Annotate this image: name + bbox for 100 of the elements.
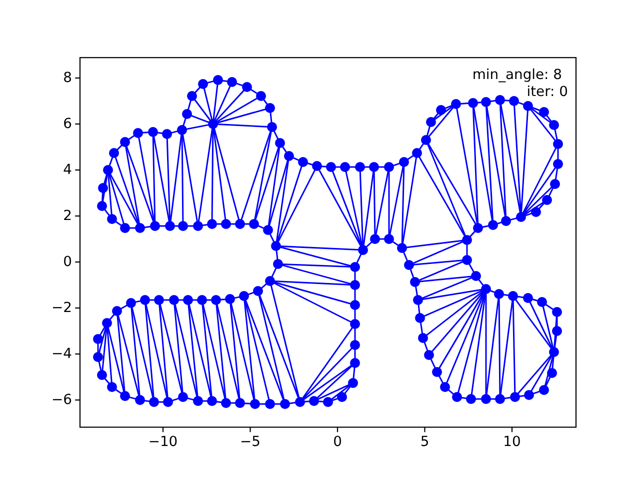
vertex-dot bbox=[235, 398, 245, 408]
mesh-edge bbox=[174, 304, 184, 393]
mesh-edge bbox=[129, 396, 136, 400]
vertex-dot bbox=[468, 98, 478, 108]
mesh-edge bbox=[354, 349, 356, 359]
tick-label: 0 bbox=[333, 435, 342, 449]
vertex-dot bbox=[93, 352, 103, 362]
vertex-dot bbox=[163, 397, 173, 407]
vertex-dot bbox=[348, 378, 358, 388]
vertex-dot bbox=[452, 392, 462, 402]
mesh-edge bbox=[477, 102, 482, 104]
mesh-edge bbox=[468, 264, 474, 272]
vertex-dot bbox=[421, 135, 431, 145]
mesh-edge bbox=[203, 88, 213, 120]
mesh-edge bbox=[194, 86, 200, 94]
vertex-dot bbox=[102, 318, 112, 328]
mesh-edge bbox=[401, 166, 405, 244]
mesh-edge bbox=[217, 124, 268, 128]
mesh-edge bbox=[97, 343, 99, 353]
mesh-edge bbox=[420, 322, 423, 334]
mesh-edge bbox=[276, 166, 302, 242]
mesh-edge bbox=[356, 254, 362, 264]
mesh-edge bbox=[216, 304, 226, 399]
vertex-dot bbox=[549, 347, 559, 357]
mesh-edge bbox=[158, 401, 164, 403]
mesh-edge bbox=[335, 166, 341, 168]
vertex-dot bbox=[120, 223, 130, 233]
mesh-edge bbox=[557, 148, 559, 160]
mesh-edge bbox=[388, 171, 390, 235]
mesh-edge bbox=[182, 118, 186, 126]
vertex-dot bbox=[436, 105, 446, 115]
vertex-dot bbox=[178, 392, 188, 402]
vertex-dot bbox=[547, 368, 557, 378]
mesh-edge bbox=[144, 226, 151, 228]
vertex-dot bbox=[350, 319, 360, 329]
vertex-dot bbox=[93, 334, 103, 344]
vertex-dot bbox=[148, 127, 158, 137]
mesh-edge bbox=[149, 299, 155, 301]
mesh-edge bbox=[138, 137, 155, 222]
mesh-edge bbox=[403, 252, 408, 262]
mesh-edge bbox=[419, 276, 472, 282]
vertex-dot bbox=[249, 219, 259, 229]
mesh-edge bbox=[373, 171, 376, 235]
mesh-edge bbox=[318, 384, 350, 400]
mesh-edge bbox=[412, 241, 464, 264]
vertex-dot bbox=[369, 162, 379, 172]
vertex-dot bbox=[107, 214, 117, 224]
mesh-edge bbox=[318, 400, 324, 402]
vertex-dot bbox=[350, 280, 360, 290]
tick-label: 8 bbox=[63, 71, 72, 85]
mesh-edge bbox=[282, 263, 351, 268]
mesh-edge bbox=[544, 356, 554, 386]
mesh-edge bbox=[475, 398, 482, 400]
vertex-dot bbox=[481, 97, 491, 107]
tick-label: −2 bbox=[52, 301, 72, 315]
mesh-edge bbox=[166, 138, 171, 222]
mesh-edge bbox=[280, 245, 359, 251]
vertex-dot bbox=[235, 219, 245, 229]
mesh-edge bbox=[192, 299, 198, 301]
vertex-dot bbox=[481, 284, 491, 294]
vertex-dot bbox=[384, 162, 394, 172]
mesh-edge bbox=[428, 144, 476, 224]
vertex-dot bbox=[323, 397, 333, 407]
mesh-edge bbox=[331, 385, 350, 400]
vertex-dot bbox=[242, 82, 252, 92]
mesh-edge bbox=[190, 115, 210, 123]
mesh-edge bbox=[274, 282, 352, 322]
mesh-edge bbox=[276, 250, 278, 260]
vertex-dot bbox=[539, 107, 549, 117]
mesh-edge bbox=[268, 147, 280, 226]
vertex-dot bbox=[198, 79, 208, 89]
mesh-edge bbox=[109, 314, 115, 320]
vertex-dot bbox=[432, 367, 442, 377]
mesh-edge bbox=[379, 238, 385, 240]
mesh-edge bbox=[407, 155, 414, 160]
mesh-edge bbox=[170, 134, 182, 222]
mesh-edge bbox=[359, 171, 364, 246]
mesh-edge bbox=[240, 131, 272, 220]
mesh-edge bbox=[364, 166, 370, 168]
vertex-dot bbox=[256, 91, 266, 101]
mesh-edge bbox=[512, 300, 516, 393]
mesh-edge bbox=[378, 166, 385, 168]
vertex-dot bbox=[253, 286, 263, 296]
mesh-edge bbox=[498, 298, 501, 395]
vertex-dot bbox=[109, 148, 119, 158]
vertex-dot bbox=[508, 291, 518, 301]
mesh-edge bbox=[276, 160, 290, 242]
mesh-edge bbox=[135, 300, 141, 303]
mesh-edge bbox=[531, 108, 551, 123]
vertex-dot bbox=[135, 395, 145, 405]
mesh-edge bbox=[270, 285, 300, 398]
mesh-edge bbox=[349, 166, 356, 168]
vertex-dot bbox=[410, 277, 420, 287]
tick-label: 10 bbox=[503, 435, 521, 449]
mesh-edge bbox=[532, 107, 540, 111]
mesh-edge bbox=[186, 124, 209, 130]
mesh-edge bbox=[214, 128, 240, 220]
vertex-dot bbox=[537, 297, 547, 307]
mesh-edge bbox=[130, 307, 140, 396]
vertex-dot bbox=[415, 313, 425, 323]
